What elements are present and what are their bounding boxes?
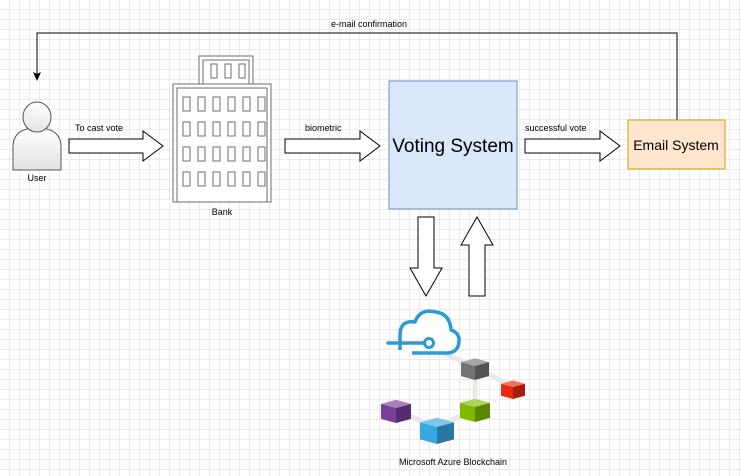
user-label: User xyxy=(27,173,46,183)
bank-window xyxy=(212,121,221,137)
email-system-label: Email System xyxy=(633,137,719,153)
bank-window xyxy=(197,121,206,137)
blockchain-to-voting-arrow[interactable] xyxy=(460,215,494,297)
bank-window xyxy=(212,146,221,162)
bank-to-voting-label: biometric xyxy=(305,123,342,133)
user-to-bank-label: To cast vote xyxy=(75,123,123,133)
bank-window xyxy=(197,171,206,187)
bank-window xyxy=(212,96,221,112)
bank-window xyxy=(182,146,191,162)
azure-blockchain-icon[interactable] xyxy=(381,309,525,444)
cloud-node xyxy=(423,337,435,349)
bank-window xyxy=(197,146,206,162)
bank-window xyxy=(257,171,266,187)
bank-window xyxy=(257,121,266,137)
bank-window xyxy=(227,171,236,187)
voting-to-blockchain-arrow[interactable] xyxy=(409,216,443,298)
bank-window xyxy=(182,121,191,137)
bank-building-icon[interactable] xyxy=(172,55,272,203)
bank-window xyxy=(197,96,206,112)
bank-window xyxy=(242,96,251,112)
bank-window xyxy=(227,96,236,112)
blockchain-label: Microsoft Azure Blockchain xyxy=(399,457,507,467)
bank-window xyxy=(224,63,232,79)
bank-label: Bank xyxy=(212,207,233,217)
bank-window xyxy=(257,146,266,162)
azure-cloud-icon xyxy=(386,309,461,355)
green-cube xyxy=(460,398,490,422)
bank-window xyxy=(210,63,218,79)
red-cube xyxy=(501,380,525,399)
bank-window xyxy=(242,171,251,187)
bank-window xyxy=(212,171,221,187)
blockchain-cubes xyxy=(381,358,525,444)
gray-cube xyxy=(461,358,489,380)
bank-to-voting-arrow[interactable] xyxy=(284,130,381,162)
voting-to-email-label: successful vote xyxy=(525,123,587,133)
voting-to-email-arrow[interactable] xyxy=(524,130,621,162)
user-icon[interactable] xyxy=(12,101,62,171)
voting-system-label: Voting System xyxy=(392,136,513,157)
bank-window xyxy=(182,171,191,187)
blockchain-links xyxy=(394,340,515,431)
email-confirmation-label: e-mail confirmation xyxy=(331,19,407,29)
bank-window xyxy=(238,63,246,79)
connector-arrowhead xyxy=(33,72,41,81)
bank-windows xyxy=(182,63,266,187)
bank-window xyxy=(182,96,191,112)
email-system-box[interactable] xyxy=(627,119,726,170)
bank-window xyxy=(227,121,236,137)
bank-window xyxy=(257,96,266,112)
user-to-bank-arrow[interactable] xyxy=(68,130,164,162)
bank-window xyxy=(242,121,251,137)
email-confirmation-connector[interactable] xyxy=(33,32,678,120)
voting-system-box[interactable] xyxy=(388,80,518,210)
cyan-cube xyxy=(420,417,454,444)
bank-window xyxy=(242,146,251,162)
bank-window xyxy=(227,146,236,162)
purple-cube xyxy=(381,399,411,423)
